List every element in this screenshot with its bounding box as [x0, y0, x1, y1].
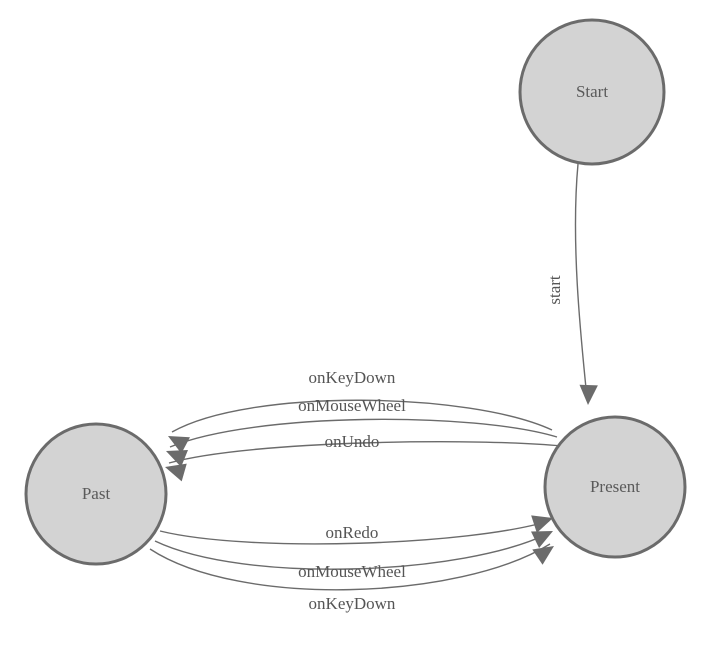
edge-label-e-start-present: start: [545, 275, 564, 305]
arrowhead-ah-past-2: [166, 449, 188, 468]
node-label-past: Past: [82, 484, 111, 503]
arrowheads-layer: [165, 384, 598, 565]
arrowhead-ah-present-3: [532, 546, 554, 565]
edge-label-e-past-present-onmousewheel: onMouseWheel: [298, 562, 406, 581]
edge-e-present-past-onmousewheel: [169, 418, 558, 448]
edge-label-e-present-past-onundo: onUndo: [325, 432, 380, 451]
arrowhead-ah-present-in: [579, 384, 598, 405]
arrowhead-ah-present-1: [531, 515, 553, 533]
node-label-start: Start: [576, 82, 608, 101]
node-circle-present[interactable]: [543, 415, 687, 559]
edge-e-present-past-onkeydown: [171, 399, 553, 433]
arrowhead-ah-past-3: [165, 463, 187, 482]
edge-label-e-present-past-onmousewheel: onMouseWheel: [298, 396, 406, 415]
edges-layer: [149, 163, 588, 591]
node-present[interactable]: Present: [543, 415, 687, 559]
edge-label-e-past-present-onredo: onRedo: [326, 523, 379, 542]
node-circle-start[interactable]: [518, 18, 666, 166]
edge-e-past-present-onkeydown: [149, 543, 551, 591]
edge-e-past-present-onmousewheel: [154, 532, 550, 570]
arrowhead-ah-past-1: [168, 436, 190, 454]
edge-e-past-present-onredo: [159, 520, 550, 545]
node-label-present: Present: [590, 477, 640, 496]
node-circle-past[interactable]: [24, 422, 168, 566]
edge-label-e-present-past-onkeydown: onKeyDown: [309, 368, 396, 387]
node-past[interactable]: Past: [24, 422, 168, 566]
edge-e-start-present: [574, 163, 588, 399]
edge-label-e-past-present-onkeydown: onKeyDown: [309, 594, 396, 613]
edge-labels-layer: start onKeyDown onMouseWheel onUndo onRedo on…: [298, 275, 564, 613]
edge-e-present-past-onundo: [168, 441, 563, 464]
node-start[interactable]: Start: [518, 18, 666, 166]
arrowhead-ah-present-2: [530, 531, 553, 549]
